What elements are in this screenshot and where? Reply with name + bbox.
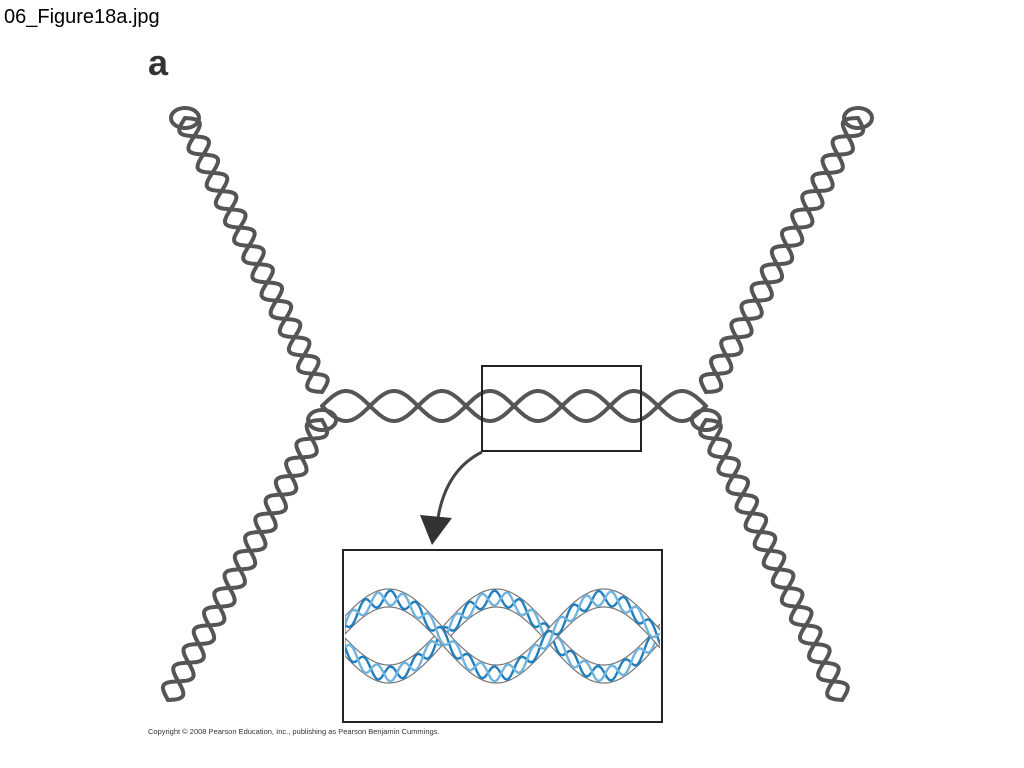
zoom-dna-strand-1-1 (345, 589, 660, 682)
arm-top-right (698, 106, 874, 394)
arm-top-left-end-loop (169, 106, 201, 130)
arm-top-right-strand-1 (698, 116, 860, 394)
center-duplex (320, 389, 708, 423)
arm-bottom-left-strand-1 (160, 418, 324, 702)
arm-bottom-left-strand-2 (166, 418, 330, 702)
arm-bottom-right-strand-2 (704, 418, 850, 702)
arm-top-right-strand-2 (704, 116, 866, 394)
arm-top-right-end-loop (842, 106, 874, 130)
panel-label: a (148, 42, 169, 83)
arm-bottom-right-strand-1 (698, 418, 844, 702)
zoom-ribbon-1 (345, 588, 660, 684)
arm-bottom-left (160, 408, 338, 702)
arm-top-left-strand-1 (177, 116, 324, 394)
curved-arrow-icon (420, 450, 483, 545)
zoom-dna-strand-1-2 (345, 591, 660, 683)
zoom-dna-strand-2-1 (345, 589, 660, 681)
copyright-notice: Copyright © 2008 Pearson Education, Inc.… (148, 727, 440, 736)
arm-bottom-right (690, 408, 850, 702)
twisted-strand-arms (160, 106, 874, 702)
arm-top-left-strand-2 (183, 116, 330, 394)
arm-top-left (169, 106, 330, 394)
file-title: 06_Figure18a.jpg (4, 6, 160, 28)
zoom-dna-strand-2-2 (345, 590, 660, 683)
zoom-ribbon-2 (345, 588, 660, 684)
zoom-inset-frame (342, 549, 663, 723)
zoomed-double-helix (345, 588, 660, 684)
selection-box (481, 365, 642, 452)
